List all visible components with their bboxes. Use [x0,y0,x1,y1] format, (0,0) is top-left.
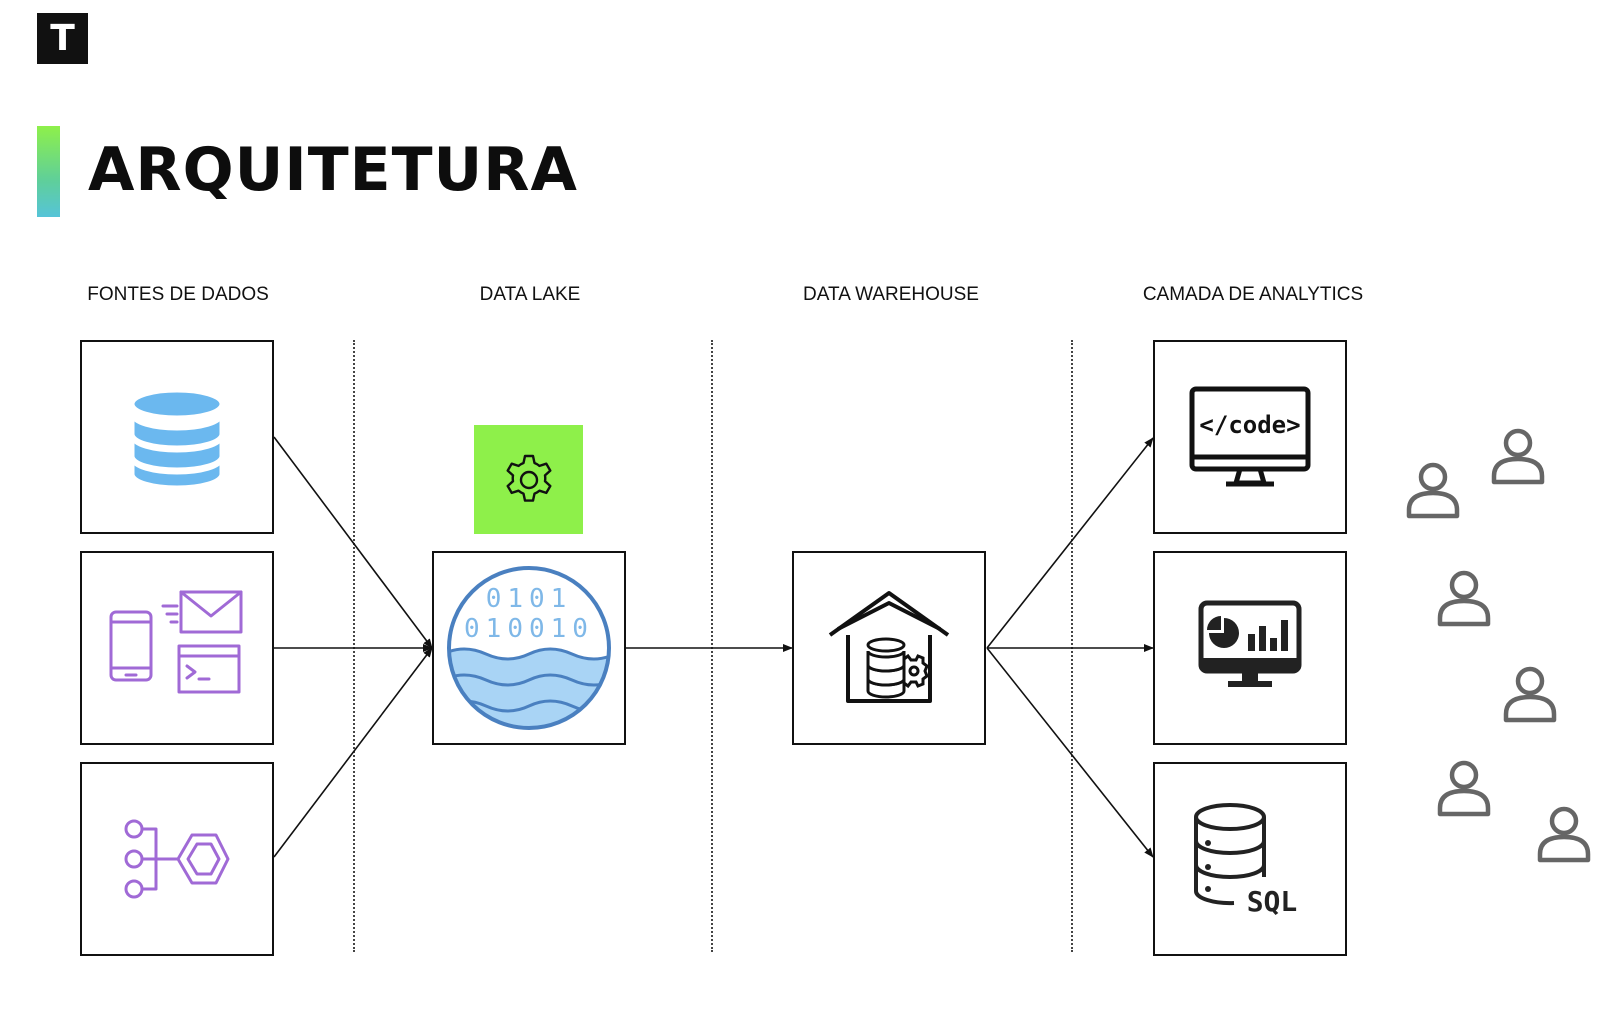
analytics-sql-box: SQL [1153,762,1347,956]
divider-lake-warehouse [711,340,713,952]
user-icon [1537,806,1591,863]
processing-gear-box [474,425,583,534]
user-icon [1437,570,1491,627]
sql-database-icon: SQL [1193,803,1298,918]
gear-icon [506,454,551,502]
binary-top-text: 0101 [486,584,573,614]
column-label-analytics: CAMADA DE ANALYTICS [1142,284,1364,305]
arrow-events-to-lake [273,647,433,858]
divider-sources-lake [353,340,355,952]
database-icon [131,389,223,489]
analytics-dashboard-box [1153,551,1347,745]
analytics-code-box: </code> [1153,340,1347,534]
source-database-box [80,340,274,534]
user-icon [1406,462,1460,519]
data-warehouse-icon [828,591,950,703]
dashboard-monitor-icon [1198,600,1302,687]
page-title: ARQUITETURA [88,135,578,205]
divider-warehouse-analytics [1071,340,1073,952]
arrow-db-to-lake [273,436,433,649]
arrow-warehouse-to-sql [986,647,1154,858]
column-label-warehouse: DATA WAREHOUSE [803,284,979,305]
code-label: </code> [1199,411,1300,439]
user-icon [1491,428,1545,485]
column-label-sources: FONTES DE DADOS [87,284,269,305]
code-monitor-icon: </code> [1189,386,1311,487]
arrow-warehouse-to-code [986,437,1154,649]
sql-label: SQL [1247,885,1298,918]
event-stream-icon [124,819,230,899]
data-lake-box: 0101 010010 [432,551,626,745]
data-warehouse-box [792,551,986,745]
data-lake-icon: 0101 010010 [447,566,611,730]
column-label-lake: DATA LAKE [479,284,581,305]
mobile-email-terminal-icon [109,590,243,694]
source-events-box [80,762,274,956]
source-apps-box [80,551,274,745]
binary-bottom-text: 010010 [464,614,594,644]
user-icon [1437,760,1491,817]
brand-logo: T [37,13,88,64]
user-icon [1503,666,1557,723]
title-accent-bar [37,126,60,217]
